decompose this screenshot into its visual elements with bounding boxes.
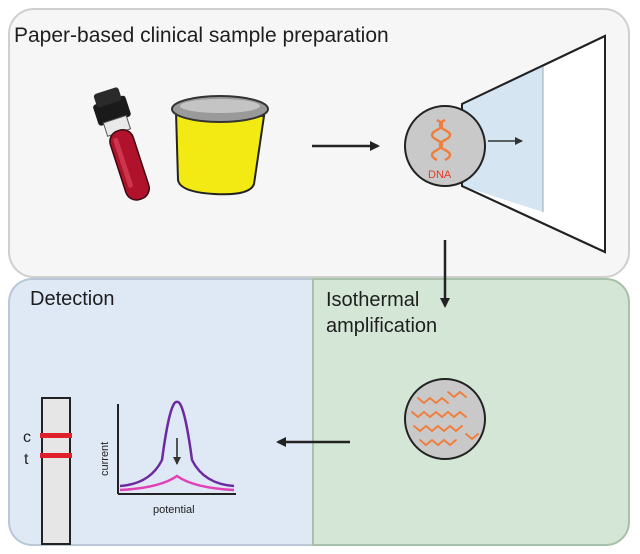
test-line-label: t [24, 451, 29, 468]
amplification-title-line2: amplification [326, 315, 438, 337]
x-axis-label: potential [153, 504, 195, 516]
blood-tube-icon [93, 87, 150, 201]
amplified-dna-circle [404, 378, 486, 460]
sample-prep-title: Paper-based clinical sample preparation [14, 24, 389, 47]
signal-curve-before [119, 400, 235, 488]
paper-strip-funnel-icon [461, 34, 606, 254]
dna-magnified-circle: DNA [404, 105, 523, 187]
amplified-dna-icon [411, 390, 479, 447]
lateral-flow-strip: c t [23, 397, 72, 545]
test-band [40, 453, 72, 458]
dna-label: DNA [428, 169, 452, 181]
amplification-title-line1: Isothermal [326, 289, 420, 311]
sample-cup-icon [171, 95, 269, 196]
voltammogram-plot: current potential [99, 400, 236, 516]
dna-helix-icon [430, 118, 452, 162]
signal-curve-after [119, 474, 235, 492]
control-band [40, 433, 72, 438]
detection-title: Detection [30, 288, 115, 310]
y-axis-label: current [99, 442, 111, 476]
control-line-label: c [23, 429, 31, 446]
